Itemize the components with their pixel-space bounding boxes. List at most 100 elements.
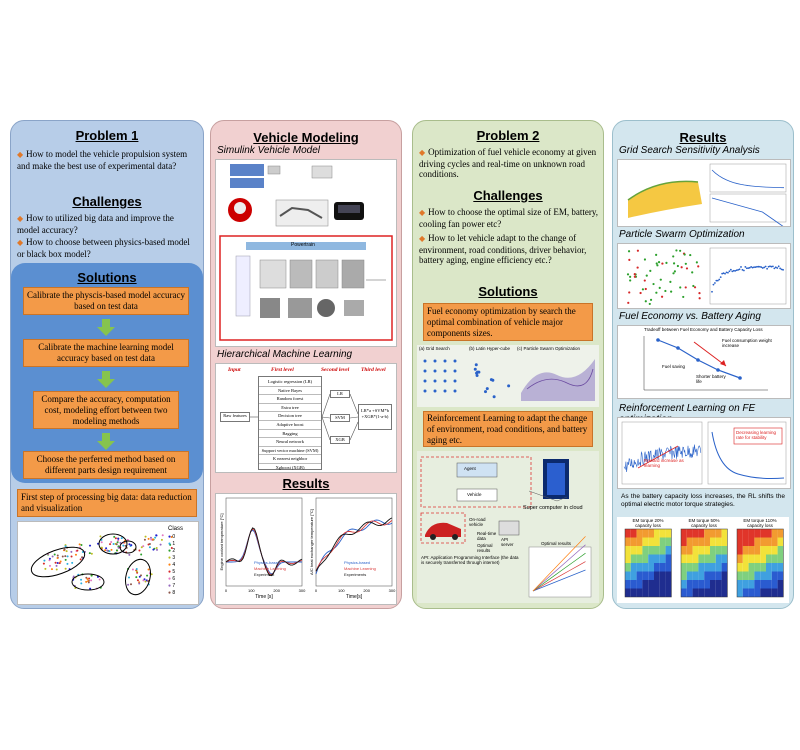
modeling-results-title: Results <box>282 475 330 491</box>
grid-point <box>443 389 447 393</box>
cluster-point <box>109 543 112 546</box>
pso-point <box>780 268 783 271</box>
cluster-point <box>126 538 129 541</box>
pso-point <box>744 266 747 268</box>
pso-particle <box>644 300 647 303</box>
cluster-point <box>140 546 143 549</box>
heatmap-cell <box>681 537 687 546</box>
heatmap-cell <box>715 537 722 546</box>
fe-annotation: Fuel consumption weight increase <box>722 338 772 348</box>
heatmap-cell <box>686 580 693 589</box>
heatmap-cell <box>681 580 687 589</box>
cluster-point <box>131 568 134 571</box>
heatmap-cell <box>766 529 772 538</box>
heatmap-cell <box>692 571 699 580</box>
pso-particle <box>649 298 653 301</box>
cluster-point <box>128 543 131 546</box>
pso-particle <box>675 249 678 252</box>
pso-particle <box>641 288 645 291</box>
heatmap-cell <box>737 588 743 597</box>
pso-point <box>769 265 771 268</box>
heatmap-cell <box>648 537 654 546</box>
heatmap-cell <box>715 529 722 538</box>
heatmap-cell <box>648 571 654 580</box>
legend-item: ● 4 <box>168 562 175 569</box>
pso-point <box>741 268 744 271</box>
pso-point <box>738 268 741 271</box>
rl-figure: Reward increase as learning Decreasing l… <box>617 417 791 489</box>
heatmap-cell <box>681 571 687 580</box>
cluster-point <box>148 546 151 549</box>
legend-label: 4 <box>172 562 176 568</box>
grid-point <box>443 359 447 363</box>
cluster-point <box>142 545 145 548</box>
problem2-panel: Problem 2 ◆Optimization of fuel vehicle … <box>412 120 604 609</box>
heatmap-cell <box>760 588 766 597</box>
legend-label: 8 <box>172 590 176 596</box>
pso-particle <box>669 280 672 283</box>
pso-particle <box>684 262 687 265</box>
pso-point <box>743 269 745 272</box>
cluster-point <box>128 553 131 556</box>
heatmap-cell <box>766 563 772 572</box>
heatmap-cell <box>654 546 660 555</box>
cluster-point <box>144 535 147 538</box>
optimal-series <box>532 536 586 592</box>
heatmap-cell <box>766 588 772 597</box>
pso-particle <box>639 291 642 295</box>
legend-label: 6 <box>172 576 176 582</box>
heatmap-cell <box>698 580 705 589</box>
heatmap-cell <box>742 563 749 572</box>
heatmap-cell <box>721 571 728 580</box>
heatmap-cell <box>636 546 643 555</box>
level-header: First level <box>271 367 294 373</box>
heatmap-cell <box>654 588 660 597</box>
cluster-point <box>80 544 83 547</box>
pso-title: Particle Swarm Optimization <box>619 229 745 240</box>
cluster-point <box>66 562 69 565</box>
heatmap-cell <box>754 537 761 546</box>
pso-point <box>766 267 768 270</box>
legend-item: ● 8 <box>168 590 175 597</box>
heatmap-cell <box>721 580 728 589</box>
heatmap-cell <box>636 588 643 597</box>
heatmap-cell <box>659 588 666 597</box>
legend-item: ● 2 <box>168 548 175 555</box>
pso-point <box>734 269 737 272</box>
cloud-label: Super computer in cloud <box>523 505 583 511</box>
fe-aging-svg <box>643 336 768 391</box>
pso-particle <box>672 255 675 258</box>
pso-particle <box>626 273 630 276</box>
bigdata-box: First step of processing big data: data … <box>17 489 197 517</box>
cluster-point <box>89 544 92 547</box>
pso-point <box>732 269 735 272</box>
pso-particle <box>698 292 701 295</box>
heatmap-cell <box>692 529 699 538</box>
solutions1-block: Solutions Calibrate the physcis-based mo… <box>11 263 203 483</box>
cluster-point <box>115 543 118 546</box>
heatmap-cell <box>665 546 672 555</box>
simulink-title: Simulink Vehicle Model <box>217 145 321 156</box>
heatmap-cell <box>686 588 693 597</box>
simulink-figure: Powertrain <box>215 159 397 347</box>
search-methods-svg <box>423 359 595 401</box>
grid-point <box>453 389 457 393</box>
cluster-point <box>147 537 150 540</box>
x-axis-label: Time [s] <box>255 594 273 600</box>
simulink-diagram-svg <box>219 164 393 341</box>
first-level-item: Neural network <box>259 438 321 447</box>
heatmap-cell <box>654 554 660 563</box>
second-level-item: XGB <box>330 436 350 444</box>
heatmap-cell <box>777 588 784 597</box>
heatmap-cell <box>766 554 772 563</box>
results-caption: As the battery capacity loss increases, … <box>621 493 785 508</box>
heatmap-cell <box>692 563 699 572</box>
lhc-point <box>483 390 487 394</box>
results-panel: Results Grid Search Sensitivity Analysis… <box>612 120 794 609</box>
heatmap-cell <box>748 554 755 563</box>
heatmap-cell <box>704 537 710 546</box>
cluster-point <box>48 559 51 562</box>
pso-particle <box>670 290 673 293</box>
cluster-point <box>155 534 158 537</box>
cluster-point <box>106 549 109 552</box>
